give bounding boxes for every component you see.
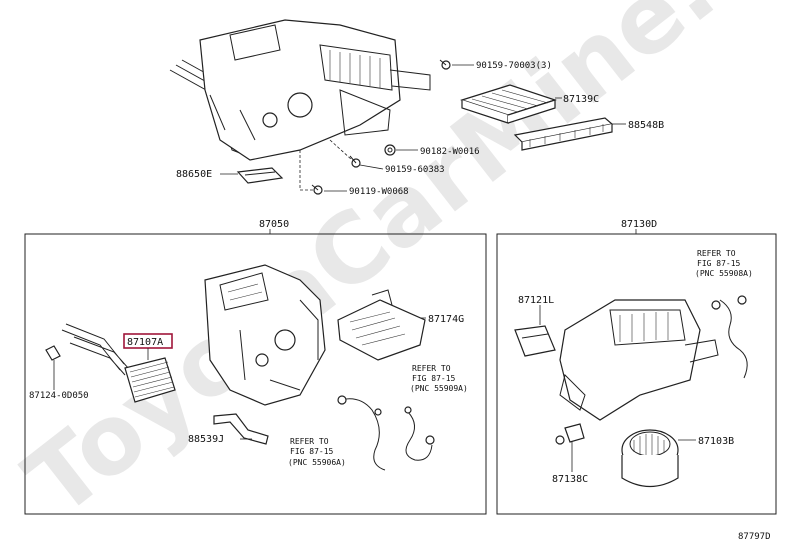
svg-text:REFER TO: REFER TO bbox=[412, 364, 451, 373]
wire-harness-blower bbox=[711, 295, 748, 379]
label-87124-0d050: 87124-0D050 bbox=[29, 391, 89, 401]
screw-90159-70003 bbox=[439, 59, 451, 70]
label-87050: 87050 bbox=[259, 219, 289, 230]
svg-text:FIG 87-15: FIG 87-15 bbox=[697, 259, 741, 268]
label-88548b: 88548B bbox=[628, 120, 664, 131]
label-88650e: 88650E bbox=[176, 169, 212, 180]
blower-motor-87103b bbox=[621, 429, 679, 488]
clamp-87124-0d050 bbox=[45, 345, 61, 361]
label-87130d: 87130D bbox=[621, 219, 657, 230]
heater-core-87107a bbox=[61, 323, 176, 403]
note-pnc-55909a: REFER TO FIG 87-15 (PNC 55909A) bbox=[410, 364, 468, 393]
figure-id: 87797D bbox=[738, 532, 771, 542]
svg-text:REFER TO: REFER TO bbox=[697, 249, 736, 258]
label-90159-70003: 90159-70003(3) bbox=[476, 61, 552, 71]
top-hvac-assembly bbox=[169, 19, 431, 161]
wire-harness-right bbox=[404, 406, 435, 461]
svg-text:FIG 87-15: FIG 87-15 bbox=[412, 374, 456, 383]
screw-90119-w0068 bbox=[311, 184, 323, 195]
svg-text:(PNC 55909A): (PNC 55909A) bbox=[410, 384, 468, 393]
label-88539j: 88539J bbox=[188, 434, 224, 445]
screw-90159-60383 bbox=[349, 155, 361, 168]
note-pnc-55908a: REFER TO FIG 87-15 (PNC 55908A) bbox=[695, 249, 753, 278]
label-87103b: 87103B bbox=[698, 436, 734, 447]
svg-text:FIG 87-15: FIG 87-15 bbox=[290, 447, 334, 456]
label-87139c: 87139C bbox=[563, 94, 599, 105]
part-87138c bbox=[555, 423, 585, 445]
hvac-housing-87050 bbox=[204, 264, 326, 406]
label-87174g: 87174G bbox=[428, 314, 464, 325]
part-87174g bbox=[337, 289, 426, 361]
svg-text:(PNC 55908A): (PNC 55908A) bbox=[695, 269, 753, 278]
label-90182-w0016: 90182-W0016 bbox=[420, 147, 480, 157]
label-90159-60383: 90159-60383 bbox=[385, 165, 445, 175]
assembly-87130d-frame bbox=[496, 233, 777, 515]
wire-harness-left bbox=[337, 395, 386, 471]
assembly-87050-frame bbox=[24, 233, 487, 515]
note-pnc-55906a: REFER TO FIG 87-15 (PNC 55906A) bbox=[288, 437, 346, 467]
label-87138c: 87138C bbox=[552, 474, 588, 485]
label-87121l: 87121L bbox=[518, 295, 554, 306]
svg-text:REFER TO: REFER TO bbox=[290, 437, 329, 446]
clip-90182-w0016 bbox=[384, 144, 396, 156]
part-87121l bbox=[514, 325, 556, 357]
svg-text:(PNC 55906A): (PNC 55906A) bbox=[288, 458, 346, 467]
blower-housing-87130d bbox=[559, 299, 719, 421]
filter-87139c bbox=[460, 84, 557, 124]
label-90119-w0068: 90119-W0068 bbox=[349, 187, 409, 197]
hose-88539j bbox=[213, 413, 269, 445]
part-88650e bbox=[236, 167, 284, 184]
label-87107a: 87107A bbox=[127, 337, 163, 348]
